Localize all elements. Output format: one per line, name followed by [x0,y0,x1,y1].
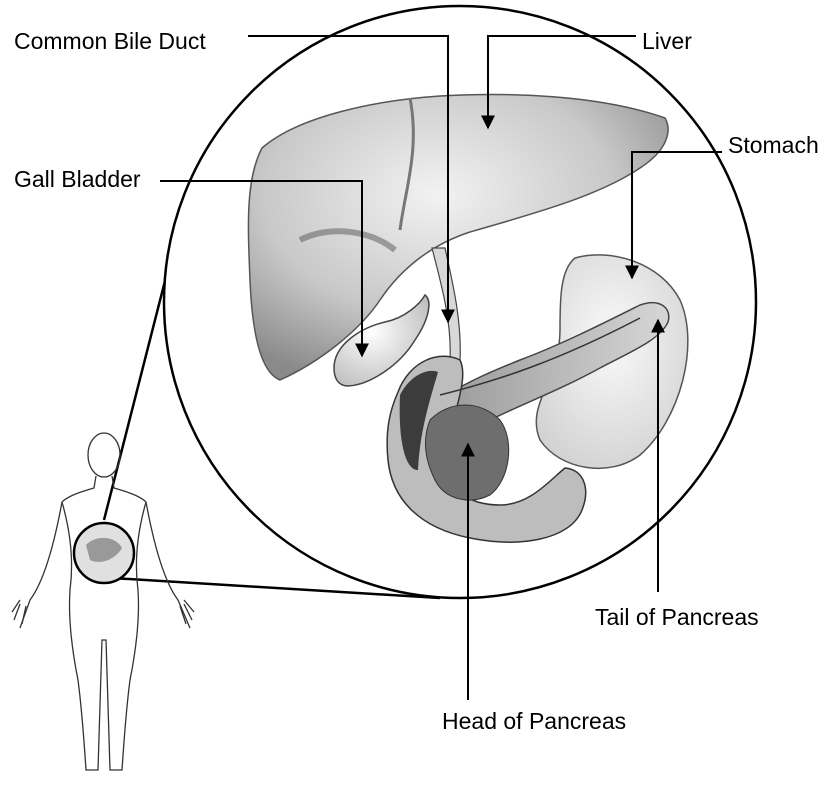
label-tail-of-pancreas: Tail of Pancreas [595,606,759,629]
label-common-bile-duct: Common Bile Duct [14,30,206,53]
label-gall-bladder: Gall Bladder [14,168,141,191]
human-body-figure [12,433,194,770]
label-head-of-pancreas: Head of Pancreas [442,710,626,733]
label-stomach: Stomach [728,134,819,157]
label-liver: Liver [642,30,692,53]
